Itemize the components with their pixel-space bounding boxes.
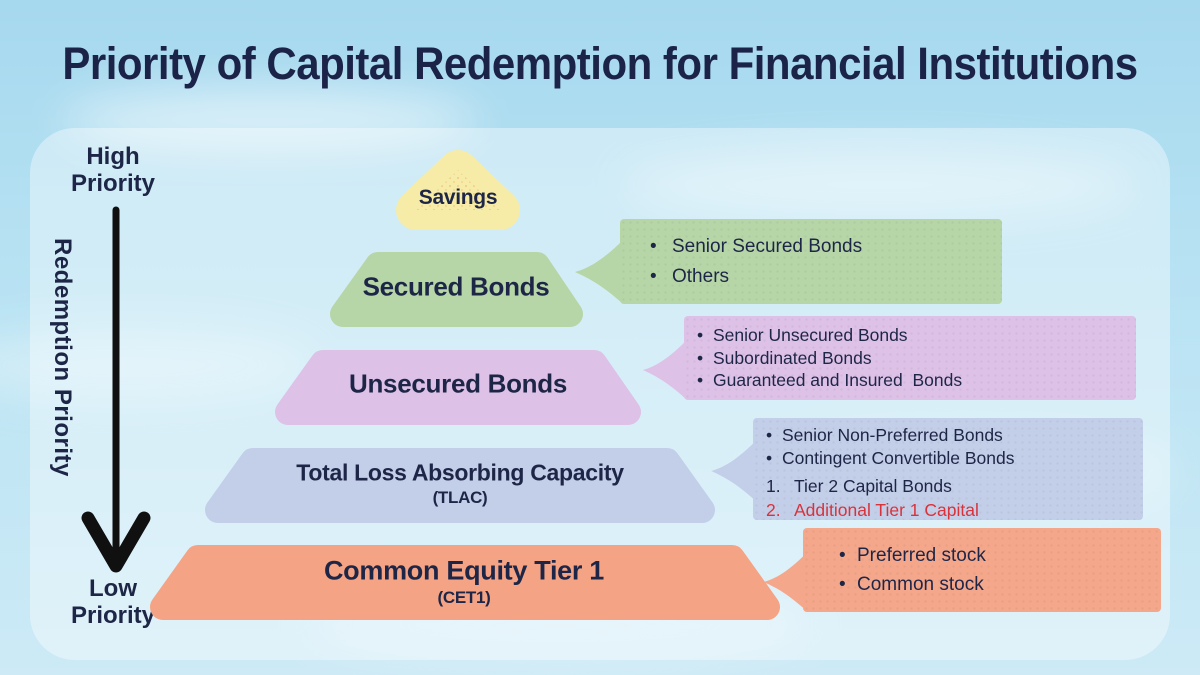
- callout-item-text: Guaranteed and Insured Bonds: [713, 370, 963, 391]
- tier-cet1-shape: [150, 545, 780, 620]
- callout-tail-cet1: [763, 554, 805, 610]
- bullet-icon: •: [766, 447, 773, 468]
- callout-secured-bonds: • Senior Secured Bonds • Others: [620, 219, 1002, 304]
- callout-item-numbered: 1. Tier 2 Capital Bonds: [766, 475, 1143, 499]
- callout-item-text: Preferred stock: [857, 545, 986, 566]
- callout-item-text: Senior Unsecured Bonds: [713, 325, 908, 346]
- callout-tail-unsecured-bonds: [642, 342, 685, 398]
- low-priority-label: Low Priority: [38, 575, 188, 630]
- tier-tlac-sublabel: (TLAC): [432, 488, 488, 507]
- callout-item: • Others: [650, 262, 1002, 292]
- low-priority-line1: Low: [89, 575, 137, 602]
- bullet-icon: •: [697, 370, 704, 391]
- callout-item-text: Senior Secured Bonds: [672, 235, 863, 257]
- cloud-decoration: [0, 330, 320, 400]
- down-arrow-icon: [81, 206, 151, 573]
- bullet-icon: •: [697, 325, 704, 346]
- tier-savings-shape: [396, 150, 520, 230]
- callout-item-text: Common stock: [857, 574, 984, 595]
- callout-item: • Preferred stock: [839, 541, 1161, 570]
- high-priority-line2: Priority: [70, 169, 156, 197]
- callout-item: • Senior Secured Bonds: [650, 232, 1002, 262]
- callout-tlac: • Senior Non-Preferred Bonds • Contingen…: [753, 418, 1143, 520]
- callout-unsecured-bonds: • Senior Unsecured Bonds • Subordinated …: [684, 316, 1136, 400]
- callout-tail-secured-bonds: [575, 240, 623, 304]
- cloud-decoration: [620, 150, 1140, 220]
- tier-secured-bonds-shape: [330, 252, 583, 327]
- bullet-icon: •: [766, 425, 773, 445]
- list-number: 2.: [766, 499, 781, 520]
- tier-unsecured-bonds-shape: [275, 350, 641, 425]
- callout-item: • Guaranteed and Insured Bonds: [697, 369, 1136, 392]
- callout-cet1: • Preferred stock • Common stock: [803, 528, 1161, 612]
- callout-item-numbered-highlighted: 2. Additional Tier 1 Capital: [766, 499, 1143, 523]
- bullet-icon: •: [839, 545, 846, 566]
- bullet-icon: •: [650, 265, 657, 287]
- page-title: Priority of Capital Redemption for Finan…: [62, 38, 1138, 89]
- callout-item: • Senior Unsecured Bonds: [697, 324, 1136, 347]
- high-priority-label: High Priority: [38, 143, 188, 198]
- callout-item-text: Additional Tier 1 Capital: [794, 499, 979, 520]
- bullet-icon: •: [839, 574, 846, 595]
- tier-secured-bonds-label: Secured Bonds: [362, 271, 550, 302]
- redemption-priority-axis-label: Redemption Priority: [49, 238, 76, 477]
- callout-item: • Contingent Convertible Bonds: [766, 447, 1143, 470]
- callout-item-text: Others: [672, 265, 730, 287]
- callout-item-text: Contingent Convertible Bonds: [782, 447, 1015, 468]
- tier-cet1-sublabel: (CET1): [437, 588, 491, 607]
- list-number: 1.: [766, 476, 781, 496]
- callout-item: • Common stock: [839, 570, 1161, 599]
- callout-item: • Subordinated Bonds: [697, 347, 1136, 370]
- high-priority-line1: High: [86, 143, 140, 170]
- tier-tlac-label: Total Loss Absorbing Capacity: [296, 459, 624, 486]
- callout-item-text: Senior Non-Preferred Bonds: [782, 425, 1003, 445]
- tier-unsecured-bonds-label: Unsecured Bonds: [349, 368, 567, 399]
- low-priority-line2: Priority: [70, 601, 156, 629]
- callout-tail-tlac: [711, 442, 755, 500]
- tier-tlac-shape: [205, 448, 715, 523]
- callout-item-text: Subordinated Bonds: [713, 347, 872, 368]
- cloud-decoration: [60, 90, 480, 150]
- bullet-icon: •: [650, 235, 657, 257]
- tier-savings-label: Savings: [418, 186, 498, 209]
- tier-cet1-label: Common Equity Tier 1: [323, 555, 605, 586]
- callout-item: • Senior Non-Preferred Bonds: [766, 424, 1143, 447]
- bullet-icon: •: [697, 347, 704, 368]
- callout-item-text: Tier 2 Capital Bonds: [794, 476, 952, 496]
